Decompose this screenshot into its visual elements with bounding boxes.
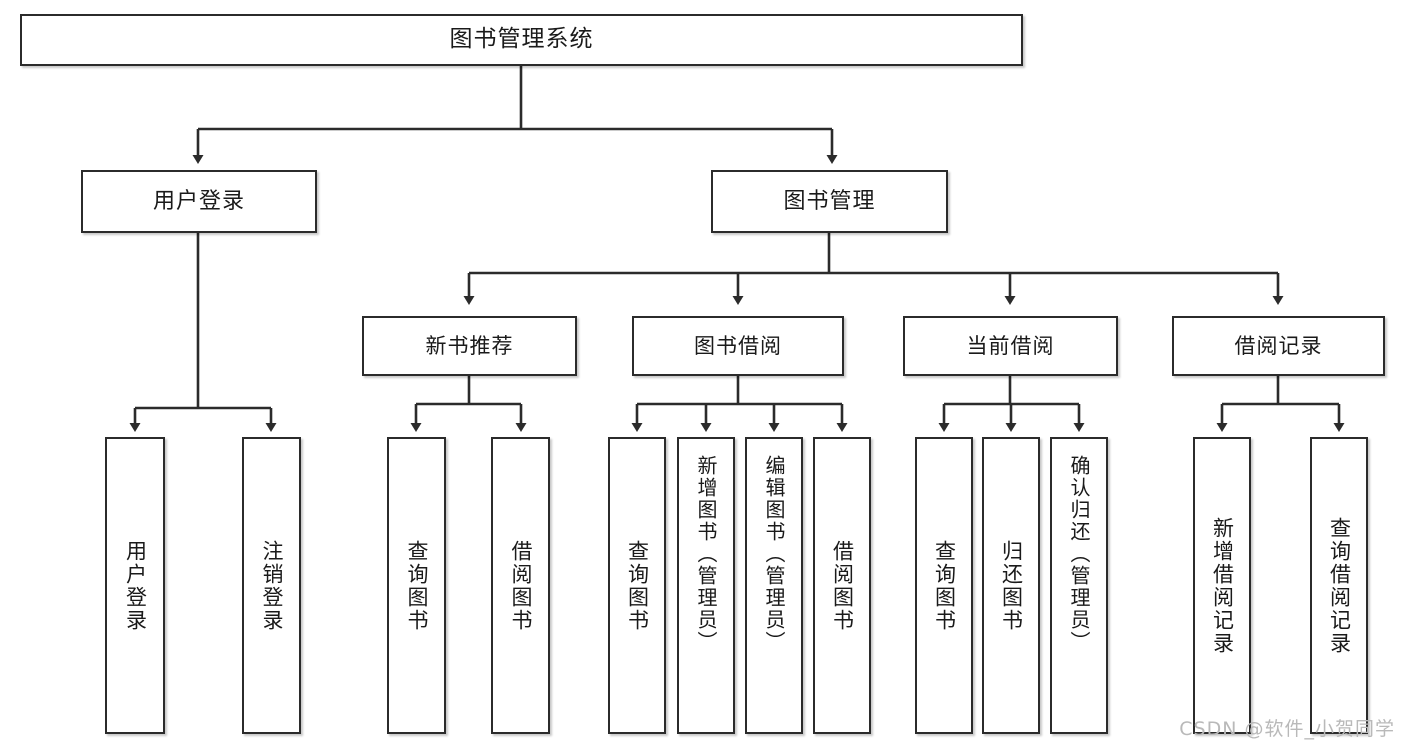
- leaf-add-book[interactable]: 新增图书（管理员）: [677, 437, 735, 734]
- node-label: 用户登录: [152, 188, 245, 214]
- node-label: 查询借阅记录: [1327, 516, 1352, 655]
- leaf-add-record[interactable]: 新增借阅记录: [1193, 437, 1251, 734]
- node-label: 借阅记录: [1234, 333, 1323, 358]
- node-label: 注销登录: [260, 539, 284, 632]
- node-label: 确认归还（管理员）: [1067, 455, 1091, 653]
- node-label: 图书借阅: [694, 333, 782, 358]
- leaf-borrow-book-1[interactable]: 借阅图书: [491, 437, 550, 734]
- leaf-user-logout[interactable]: 注销登录: [242, 437, 301, 734]
- node-book-manage[interactable]: 图书管理: [711, 170, 948, 233]
- node-label: 用户登录: [123, 539, 148, 632]
- node-label: 新增借阅记录: [1210, 516, 1235, 655]
- node-label: 当前借阅: [966, 333, 1055, 358]
- node-label: 图书管理系统: [449, 26, 594, 53]
- node-label: 编辑图书（管理员）: [762, 455, 786, 653]
- node-label: 图书管理: [783, 188, 876, 214]
- node-label: 新书推荐: [425, 333, 514, 358]
- node-label: 查询图书: [625, 539, 650, 632]
- leaf-query-book-3[interactable]: 查询图书: [915, 437, 973, 734]
- leaf-query-record[interactable]: 查询借阅记录: [1310, 437, 1368, 734]
- leaf-borrow-book-2[interactable]: 借阅图书: [813, 437, 871, 734]
- leaf-confirm-return[interactable]: 确认归还（管理员）: [1050, 437, 1108, 734]
- leaf-edit-book[interactable]: 编辑图书（管理员）: [745, 437, 803, 734]
- node-label: 借阅图书: [830, 539, 855, 632]
- node-user-login[interactable]: 用户登录: [81, 170, 317, 233]
- leaf-query-book-1[interactable]: 查询图书: [387, 437, 446, 734]
- leaf-return-book[interactable]: 归还图书: [982, 437, 1040, 734]
- leaf-query-book-2[interactable]: 查询图书: [608, 437, 666, 734]
- node-current-borrow[interactable]: 当前借阅: [903, 316, 1118, 376]
- node-label: 借阅图书: [509, 539, 533, 632]
- node-new-book-recommend[interactable]: 新书推荐: [362, 316, 577, 376]
- node-label: 新增图书（管理员）: [694, 455, 718, 653]
- node-borrow-record[interactable]: 借阅记录: [1172, 316, 1385, 376]
- node-label: 归还图书: [999, 539, 1024, 632]
- node-book-borrow[interactable]: 图书借阅: [632, 316, 844, 376]
- node-label: 查询图书: [405, 539, 429, 632]
- node-label: 查询图书: [932, 539, 957, 632]
- leaf-user-login[interactable]: 用户登录: [105, 437, 165, 734]
- node-book-management-system[interactable]: 图书管理系统: [20, 14, 1023, 66]
- csdn-watermark: CSDN @软件_小贺同学: [1179, 718, 1395, 740]
